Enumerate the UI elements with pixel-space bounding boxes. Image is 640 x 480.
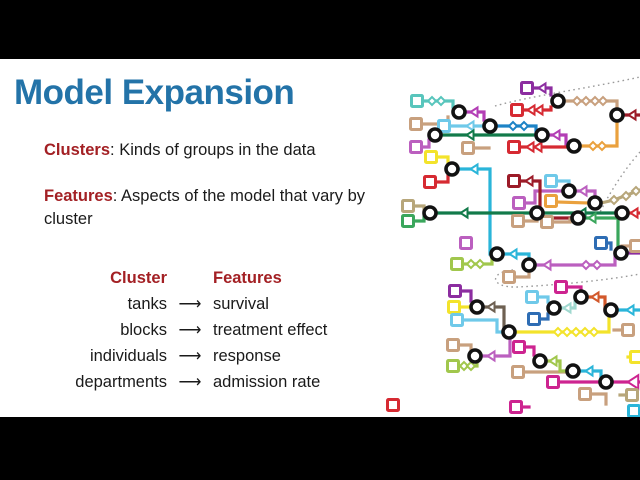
slide-title: Model Expansion — [14, 73, 295, 112]
clusters-definition: Clusters: Kinds of groups in the data — [44, 139, 316, 162]
arrow-icon: ⟶ — [178, 374, 202, 391]
cluster-feature-table: Cluster Features tanks ⟶ survival blocks… — [37, 269, 393, 392]
table-row-feature: treatment effect — [213, 321, 328, 339]
table-row-cluster: individuals — [89, 347, 167, 365]
phylogeny-subway-diagram — [386, 76, 640, 417]
table-row-feature: admission rate — [213, 373, 321, 391]
clusters-term: Clusters — [44, 141, 111, 159]
features-definition-text: : Aspects of the model that vary by clus… — [44, 187, 365, 228]
features-term: Features — [44, 187, 113, 205]
table-row-feature: response — [213, 347, 281, 365]
column-header-cluster: Cluster — [110, 269, 167, 287]
table-row-cluster: tanks — [127, 295, 167, 313]
arrow-icon: ⟶ — [178, 322, 202, 339]
column-header-features: Features — [213, 269, 282, 287]
table-row-cluster: departments — [75, 373, 167, 391]
table-row-feature: survival — [213, 295, 269, 313]
clusters-definition-text: : Kinds of groups in the data — [110, 141, 316, 159]
letterbox-bottom — [0, 417, 640, 480]
arrow-icon: ⟶ — [178, 348, 202, 365]
arrow-icon: ⟶ — [178, 296, 202, 313]
slide: Model Expansion Clusters: Kinds of group… — [0, 59, 640, 417]
features-definition: Features: Aspects of the model that vary… — [44, 185, 374, 231]
table-row-cluster: blocks — [120, 321, 167, 339]
letterbox-top — [0, 0, 640, 59]
